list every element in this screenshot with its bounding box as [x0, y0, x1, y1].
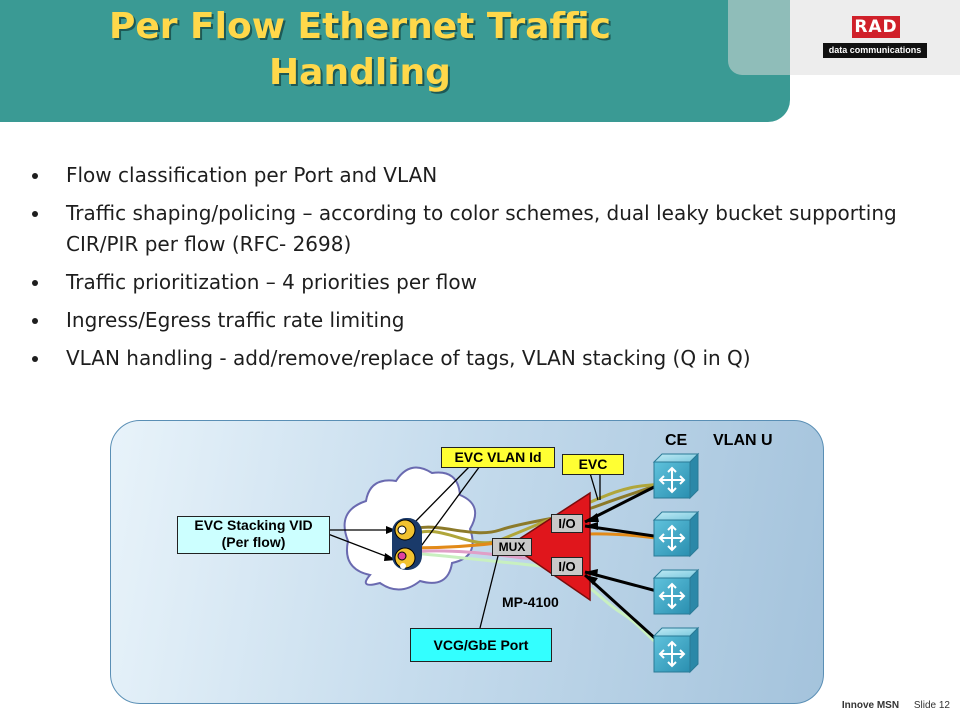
evc-stacking-line-1: EVC Stacking VID — [194, 517, 313, 533]
title-line-1: Per Flow Ethernet Traffic — [108, 6, 612, 47]
header-tab — [728, 0, 794, 75]
bullet-text: Traffic shaping/policing – according to … — [66, 201, 897, 256]
evc-stacking-label: EVC Stacking VID (Per flow) — [177, 516, 330, 554]
bullet-dot-icon — [32, 173, 38, 179]
footer-slide-number: Slide 12 — [913, 700, 950, 711]
bullet-text: Traffic prioritization – 4 priorities pe… — [66, 270, 477, 294]
header-bar — [0, 0, 790, 122]
arrowhead-icon — [585, 522, 598, 530]
ce-switch-icon — [652, 626, 700, 674]
flow-line-pink — [409, 549, 541, 562]
bullet-dot-icon — [32, 211, 38, 217]
bullet-dot-icon — [32, 318, 38, 324]
evc-stacking-line-2: (Per flow) — [221, 534, 286, 550]
bullet-text: VLAN handling - add/remove/replace of ta… — [66, 346, 751, 370]
rad-logo: RAD — [852, 16, 900, 38]
slide-title: Per Flow Ethernet Traffic Handling — [60, 4, 660, 96]
bullet-list: Flow classification per Port and VLAN Tr… — [28, 160, 928, 381]
arrowhead-icon — [585, 569, 598, 577]
bullet-item: Traffic shaping/policing – according to … — [28, 198, 928, 260]
bullet-dot-icon — [32, 356, 38, 362]
ce-switch-icon — [652, 452, 700, 500]
footer-company: Innove MSN — [841, 700, 900, 711]
ce-switch-icon — [652, 568, 700, 616]
rad-logo-tagline: data communications — [823, 43, 927, 58]
ce-label: CE — [665, 432, 688, 449]
io-module-top: I/O — [551, 514, 583, 533]
slide-footer: Innove MSN Slide 12 — [842, 700, 950, 711]
io-module-bottom: I/O — [551, 557, 583, 576]
bullet-text: Flow classification per Port and VLAN — [66, 163, 438, 187]
callout-lines — [327, 465, 601, 629]
vlan-stack-icon — [392, 518, 422, 570]
bullet-dot-icon — [32, 280, 38, 286]
arrowhead-icon — [585, 513, 599, 522]
arrowhead-icon — [585, 575, 598, 585]
evc-vlan-id-label: EVC VLAN Id — [441, 447, 555, 468]
flow-line-olive — [407, 476, 669, 535]
title-line-2: Handling — [269, 52, 451, 93]
mux-module: MUX — [492, 538, 532, 556]
vcg-port-label: VCG/GbE Port — [410, 628, 552, 662]
arrowhead-icon — [386, 526, 396, 534]
bullet-item: VLAN handling - add/remove/replace of ta… — [28, 343, 928, 374]
vlan-u-label: VLAN U — [713, 432, 773, 449]
bullet-item: Flow classification per Port and VLAN — [28, 160, 928, 191]
ce-switch-icon — [652, 510, 700, 558]
evc-label: EVC — [562, 454, 624, 475]
flow-line-khaki — [409, 480, 669, 545]
bullet-text: Ingress/Egress traffic rate limiting — [66, 308, 405, 332]
mp4100-label: MP-4100 — [502, 594, 559, 610]
bullet-item: Traffic prioritization – 4 priorities pe… — [28, 267, 928, 298]
bullet-item: Ingress/Egress traffic rate limiting — [28, 305, 928, 336]
